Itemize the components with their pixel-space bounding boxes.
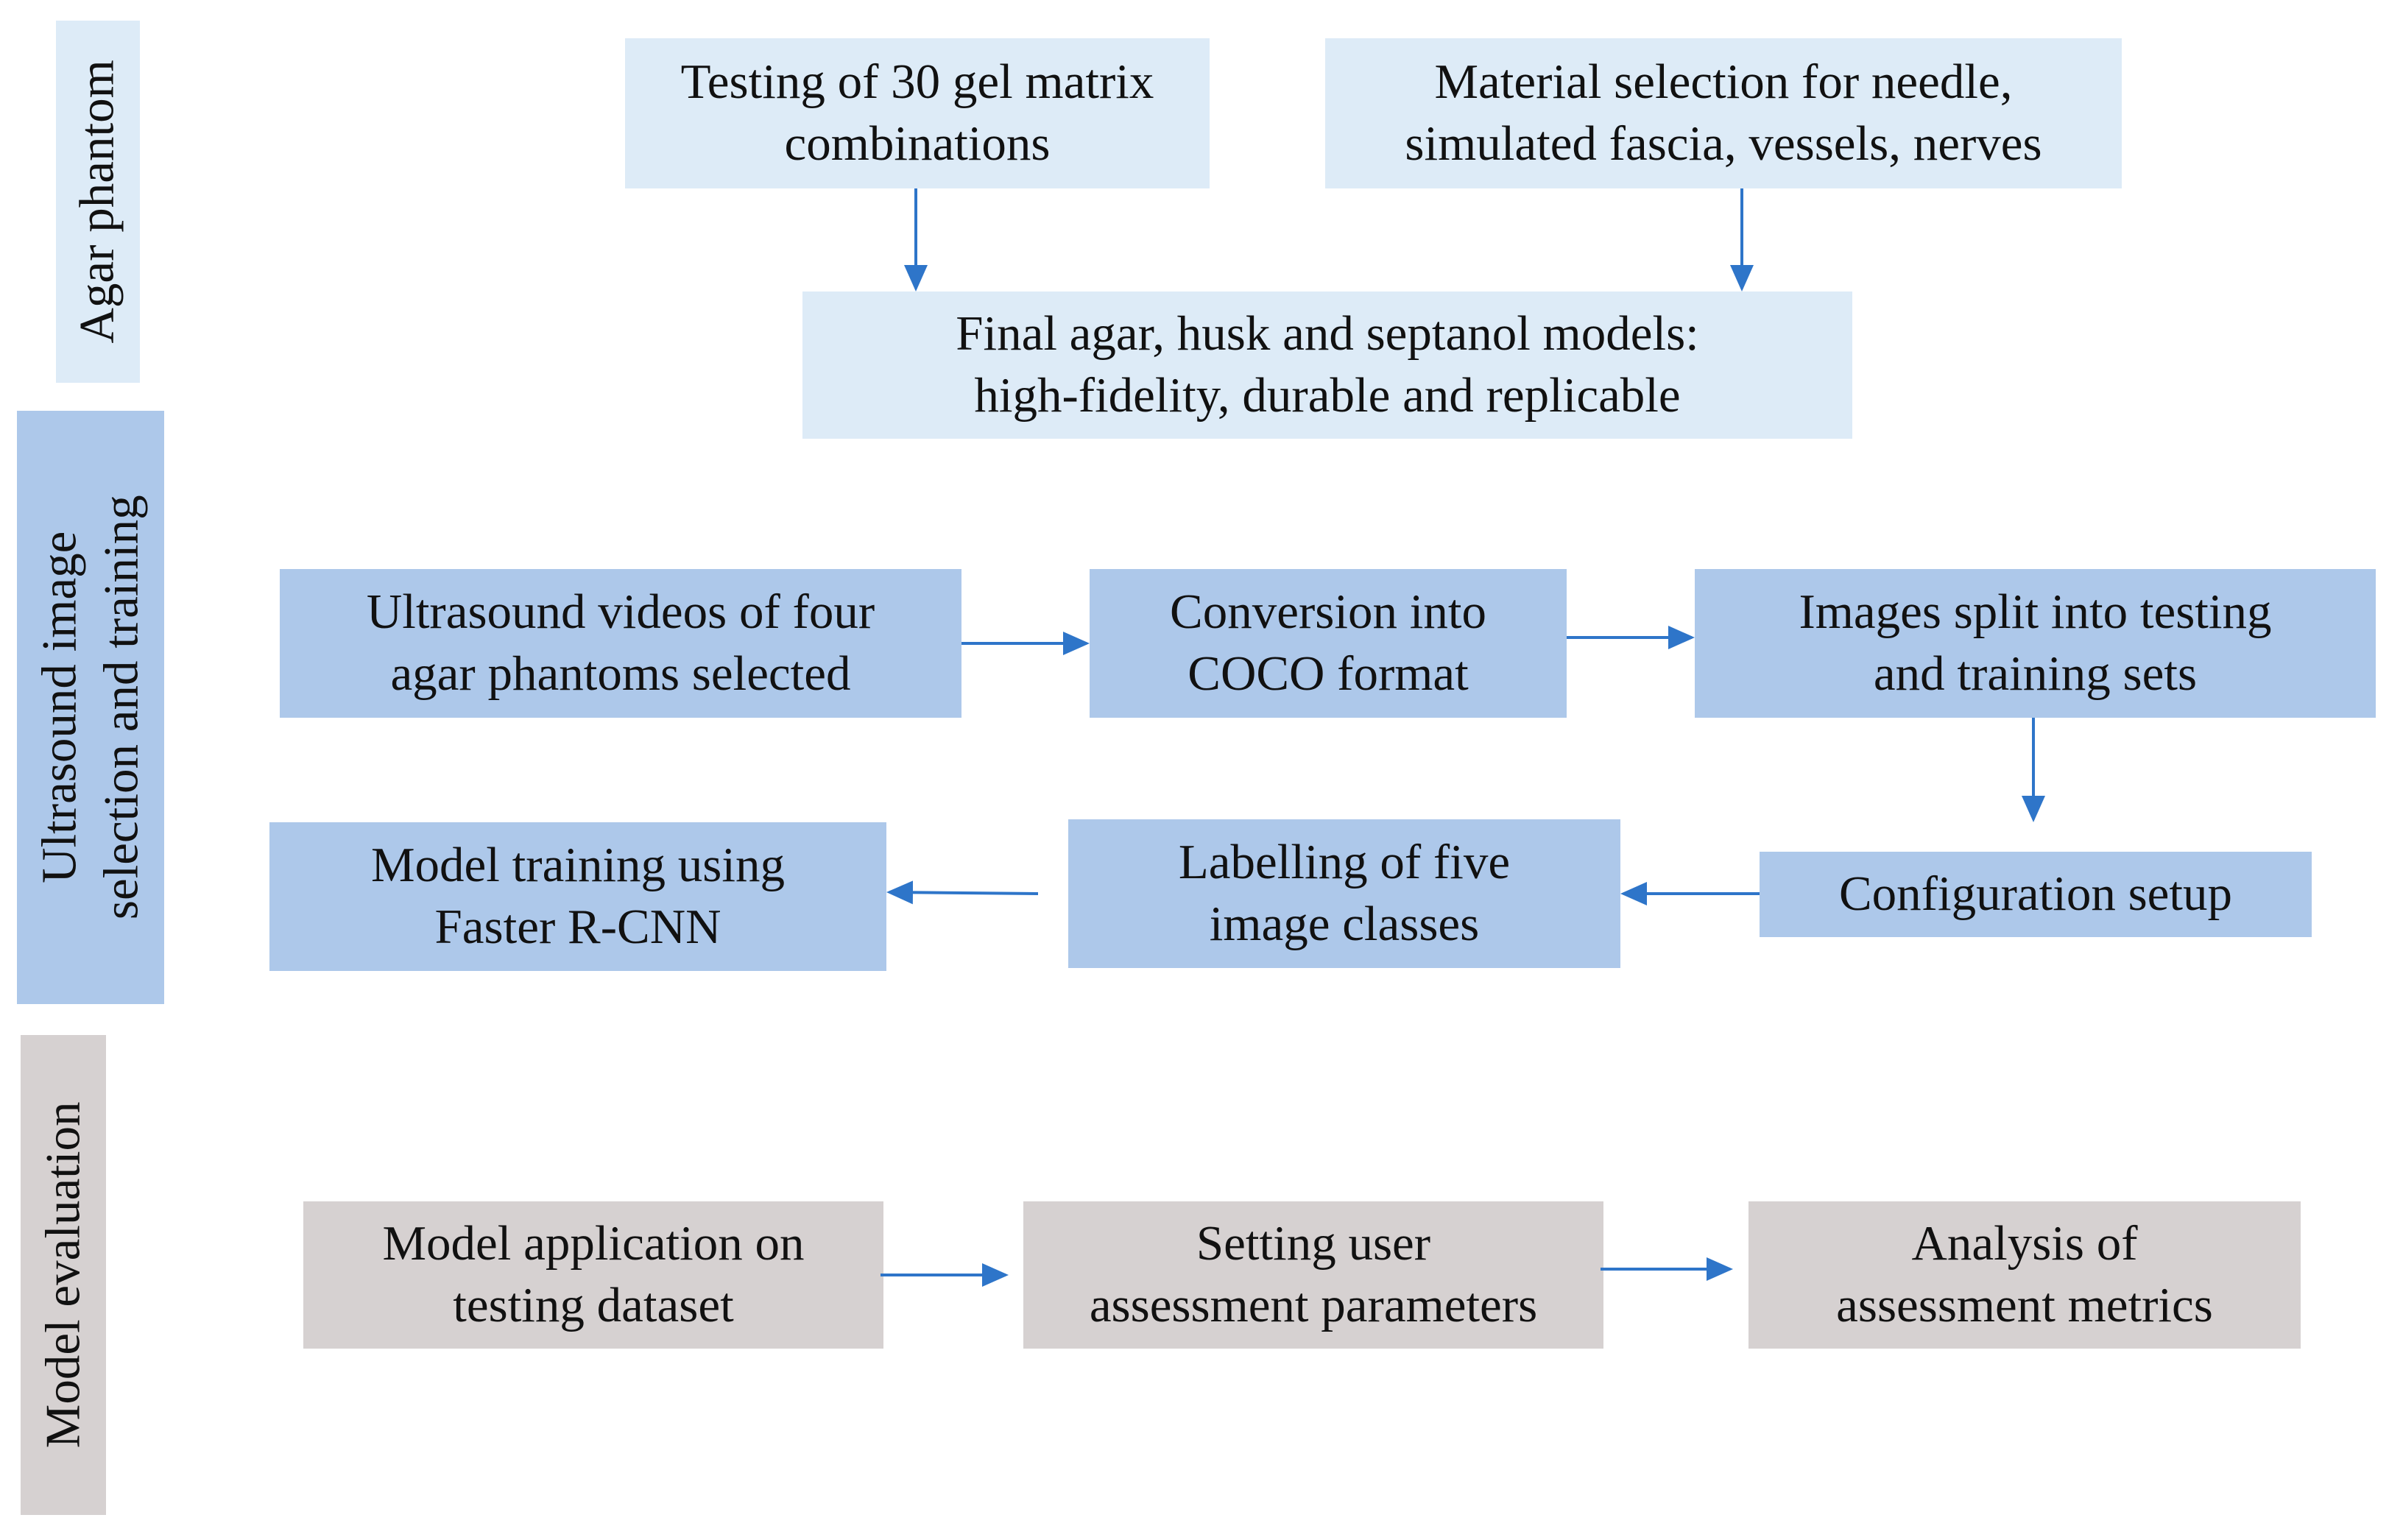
box-ultrasound-videos: Ultrasound videos of four agar phantoms … <box>280 569 961 718</box>
box-model-training-line1: Model training using <box>370 838 785 893</box>
section-label-agar-phantom: Agar phantom <box>56 21 140 383</box>
box-gel-matrix-testing: Testing of 30 gel matrix combinations <box>625 38 1210 188</box>
box-material-selection: Material selection for needle, simulated… <box>1325 38 2122 188</box>
box-gel-matrix-testing-line2: combinations <box>784 116 1051 171</box>
box-final-models: Final agar, husk and septanol models: hi… <box>802 292 1852 439</box>
box-images-split: Images split into testing and training s… <box>1695 569 2376 718</box>
box-analysis-metrics-line2: assessment metrics <box>1836 1278 2213 1332</box>
box-model-training: Model training using Faster R-CNN <box>269 822 886 971</box>
box-assessment-parameters-line2: assessment parameters <box>1089 1278 1538 1332</box>
box-coco-conversion-line2: COCO format <box>1188 646 1469 701</box>
box-model-application: Model application on testing dataset <box>303 1201 883 1349</box>
box-material-selection-line2: simulated fascia, vessels, nerves <box>1405 116 2042 171</box>
box-configuration-setup-line1: Configuration setup <box>1838 866 2233 922</box>
box-assessment-parameters-line1: Setting user <box>1196 1216 1431 1271</box>
box-ultrasound-videos-line2: agar phantoms selected <box>390 646 851 701</box>
section-label-model-evaluation: Model evaluation <box>21 1035 106 1515</box>
section-label-ultrasound: Ultrasound image selection and training <box>17 411 164 1004</box>
box-assessment-parameters: Setting user assessment parameters <box>1023 1201 1603 1349</box>
box-model-application-line2: testing dataset <box>453 1278 734 1332</box>
box-final-models-line1: Final agar, husk and septanol models: <box>956 306 1699 361</box>
box-model-training-line2: Faster R-CNN <box>434 900 721 954</box>
box-configuration-setup: Configuration setup <box>1760 852 2312 937</box>
box-images-split-line1: Images split into testing <box>1799 584 2272 640</box>
box-ultrasound-videos-line1: Ultrasound videos of four <box>366 584 875 640</box>
box-gel-matrix-testing-line1: Testing of 30 gel matrix <box>680 54 1154 110</box>
box-analysis-metrics-line1: Analysis of <box>1911 1216 2138 1271</box>
box-analysis-metrics: Analysis of assessment metrics <box>1748 1201 2301 1349</box>
box-model-application-line1: Model application on <box>382 1216 805 1271</box>
box-coco-conversion-line1: Conversion into <box>1170 584 1486 640</box>
box-final-models-line2: high-fidelity, durable and replicable <box>974 368 1681 423</box>
box-labelling-line2: image classes <box>1209 897 1480 951</box>
box-material-selection-line1: Material selection for needle, <box>1434 54 2013 110</box>
box-labelling-line1: Labelling of five <box>1178 835 1511 890</box>
box-coco-conversion: Conversion into COCO format <box>1090 569 1567 718</box>
box-images-split-line2: and training sets <box>1873 646 2198 701</box>
box-labelling: Labelling of five image classes <box>1068 819 1620 968</box>
arrow-labelling-to-training <box>886 880 1039 905</box>
